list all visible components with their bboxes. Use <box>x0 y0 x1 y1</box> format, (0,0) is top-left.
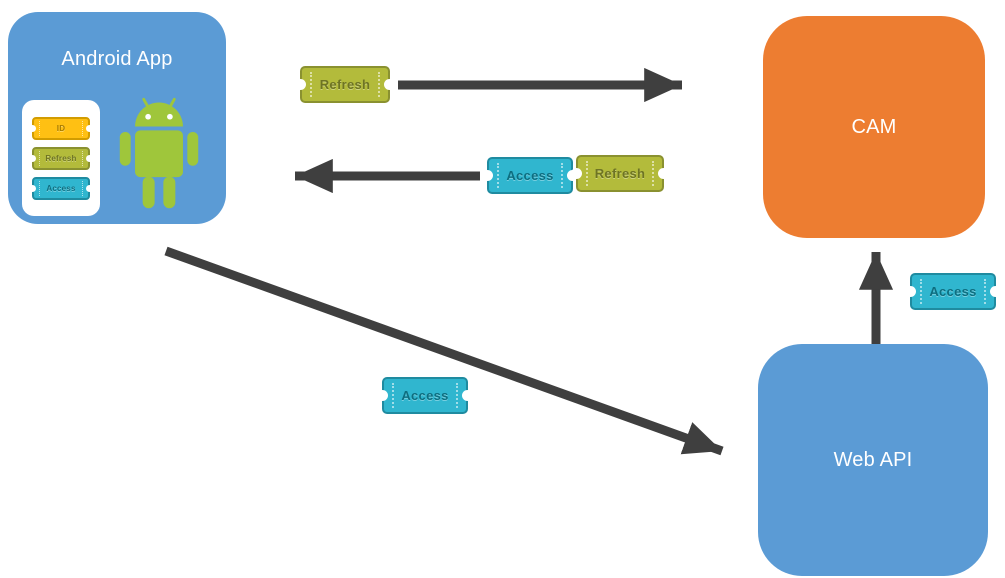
ticket-perforation <box>82 180 83 196</box>
ticket-perforation <box>561 163 563 188</box>
ticket-perforation <box>920 279 922 304</box>
ticket-perforation <box>82 150 83 166</box>
ticket-perforation <box>586 161 588 186</box>
ticket-perforation <box>652 161 654 186</box>
ticket-notch <box>905 286 916 297</box>
ticket-notch <box>295 79 306 90</box>
ticket-refresh-returned: Refresh <box>571 155 669 192</box>
node-cam: CAM <box>763 16 985 238</box>
ticket-perforation <box>39 180 40 196</box>
web-api-label: Web API <box>833 448 913 471</box>
ticket-refresh-request: Refresh <box>295 66 395 103</box>
ticket-notch <box>571 168 582 179</box>
ticket-label: Access <box>401 388 449 403</box>
ticket-label: Refresh <box>594 166 646 181</box>
token-wallet: ID Refresh Access <box>22 100 100 216</box>
ticket-notch <box>462 390 473 401</box>
ticket-notch <box>29 154 36 162</box>
ticket-perforation <box>392 383 394 408</box>
ticket-label: Access <box>506 168 554 183</box>
ticket-perforation <box>39 150 40 166</box>
node-web-api: Web API <box>758 344 988 576</box>
ticket-access-web-api-to-cam: Access <box>905 273 1001 310</box>
android-robot-icon <box>119 97 199 209</box>
ticket-label: ID <box>56 123 66 133</box>
ticket-label: Refresh <box>45 153 77 163</box>
ticket-perforation <box>456 383 458 408</box>
ticket-perforation <box>82 120 83 136</box>
ticket-notch <box>86 124 93 132</box>
ticket-notch <box>658 168 669 179</box>
ticket-access-mini: Access <box>29 176 93 200</box>
ticket-notch <box>377 390 388 401</box>
ticket-notch <box>384 79 395 90</box>
ticket-perforation <box>378 72 380 97</box>
ticket-id-mini: ID <box>29 116 93 140</box>
ticket-notch <box>482 170 493 181</box>
ticket-notch <box>29 184 36 192</box>
ticket-perforation <box>497 163 499 188</box>
node-android-app: Android App ID Refresh Acce <box>8 12 226 224</box>
android-app-label: Android App <box>61 48 173 70</box>
ticket-perforation <box>39 120 40 136</box>
arrow-android-to-web-api <box>164 246 724 456</box>
ticket-access-to-web-api: Access <box>377 377 473 414</box>
ticket-perforation <box>310 72 312 97</box>
cam-label: CAM <box>851 115 897 138</box>
ticket-notch <box>29 124 36 132</box>
ticket-label: Access <box>46 183 76 193</box>
ticket-refresh-mini: Refresh <box>29 146 93 170</box>
ticket-notch <box>86 184 93 192</box>
ticket-access-returned: Access <box>482 157 578 194</box>
ticket-label: Access <box>929 284 977 299</box>
ticket-notch <box>990 286 1001 297</box>
ticket-label: Refresh <box>319 77 371 92</box>
ticket-notch <box>86 154 93 162</box>
ticket-perforation <box>984 279 986 304</box>
